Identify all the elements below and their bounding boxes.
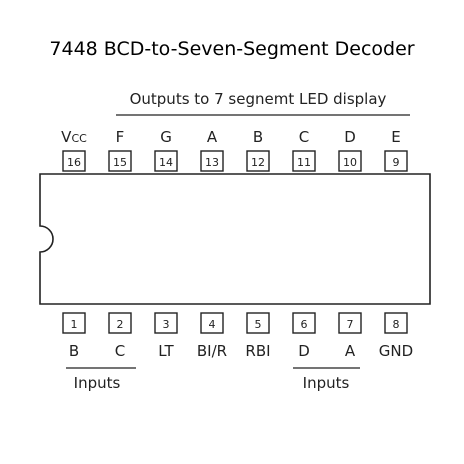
pin-box xyxy=(108,150,132,172)
pin-number: 3 xyxy=(163,318,170,331)
pin-label-main: B xyxy=(253,128,263,146)
pin-label: BI/R xyxy=(197,342,227,360)
chip-body xyxy=(39,173,431,305)
top-pin-11: 11 C xyxy=(292,128,316,172)
pin-number: 2 xyxy=(117,318,124,331)
pin-label: D xyxy=(344,128,356,146)
pin-label-main: B xyxy=(69,342,79,360)
top-pin-13: 13 A xyxy=(200,128,224,172)
pin-label: F xyxy=(116,128,125,146)
inputs-caption-right: Inputs xyxy=(303,374,350,392)
pin-number: 14 xyxy=(159,156,173,169)
pin-box xyxy=(200,150,224,172)
pin-number: 15 xyxy=(113,156,127,169)
top-pin-16: 16 VCC xyxy=(61,128,87,172)
pin-box xyxy=(246,312,270,334)
pin-number: 5 xyxy=(255,318,262,331)
pin-number: 6 xyxy=(301,318,308,331)
pin-number: 7 xyxy=(347,318,354,331)
pin-number: 8 xyxy=(393,318,400,331)
bottom-pin-1: 1B xyxy=(62,312,86,360)
pin-number: 4 xyxy=(209,318,216,331)
pin-label: B xyxy=(69,342,79,360)
pin-label-main: RBI xyxy=(245,342,270,360)
pin-box xyxy=(154,150,178,172)
pin-label: A xyxy=(207,128,218,146)
pin-box xyxy=(384,150,408,172)
pin-label-main: E xyxy=(391,128,400,146)
pin-number: 10 xyxy=(343,156,357,169)
top-pin-15: 15 F xyxy=(108,128,132,172)
pin-label: C xyxy=(299,128,309,146)
pin-label-main: V xyxy=(61,128,72,146)
pin-box xyxy=(338,150,362,172)
pin-label-subscript: CC xyxy=(71,132,87,145)
top-pin-14: 14 G xyxy=(154,128,178,172)
bottom-pin-3: 3LT xyxy=(154,312,178,360)
pin-label: G xyxy=(160,128,172,146)
pin-label: E xyxy=(391,128,400,146)
pin-box xyxy=(62,150,86,172)
top-pin-10: 10 D xyxy=(338,128,362,172)
pin-box xyxy=(246,150,270,172)
pin-box xyxy=(292,312,316,334)
pin-number: 11 xyxy=(297,156,311,169)
bottom-pin-6: 6D xyxy=(292,312,316,360)
pin-label: LT xyxy=(158,342,174,360)
pin-label-main: BI/R xyxy=(197,342,227,360)
inputs-caption-left: Inputs xyxy=(74,374,121,392)
pin-label-main: G xyxy=(160,128,172,146)
pin-label-main: A xyxy=(345,342,356,360)
diagram-title: 7448 BCD-to-Seven-Segment Decoder xyxy=(49,38,414,60)
pin-label: GND xyxy=(379,342,413,360)
pin-label-main: A xyxy=(207,128,218,146)
pin-label-main: LT xyxy=(158,342,174,360)
pin-number: 16 xyxy=(67,156,81,169)
pin-label-main: C xyxy=(299,128,309,146)
pin-label-main: C xyxy=(115,342,125,360)
pin-number: 13 xyxy=(205,156,219,169)
pin-label-main: D xyxy=(298,342,310,360)
pin-label: VCC xyxy=(61,128,87,146)
pin-number: 1 xyxy=(71,318,78,331)
pin-label-main: GND xyxy=(379,342,413,360)
pin-number: 9 xyxy=(393,156,400,169)
bottom-pin-2: 2C xyxy=(108,312,132,360)
pin-box xyxy=(292,150,316,172)
bottom-pin-7: 7A xyxy=(338,312,362,360)
bottom-pin-4: 4BI/R xyxy=(197,312,227,360)
top-pin-12: 12 B xyxy=(246,128,270,172)
pin-number: 12 xyxy=(251,156,265,169)
pin-label: D xyxy=(298,342,310,360)
pin-box xyxy=(62,312,86,334)
pin-box xyxy=(154,312,178,334)
pin-label: B xyxy=(253,128,263,146)
pin-box xyxy=(108,312,132,334)
pin-label: C xyxy=(115,342,125,360)
pin-label: RBI xyxy=(245,342,270,360)
pin-box xyxy=(384,312,408,334)
pin-label-main: F xyxy=(116,128,125,146)
pin-label: A xyxy=(345,342,356,360)
outputs-caption: Outputs to 7 segnemt LED display xyxy=(130,90,387,108)
pin-box xyxy=(200,312,224,334)
top-pin-9: 9E xyxy=(384,128,408,172)
pin-box xyxy=(338,312,362,334)
pin-label-main: D xyxy=(344,128,356,146)
